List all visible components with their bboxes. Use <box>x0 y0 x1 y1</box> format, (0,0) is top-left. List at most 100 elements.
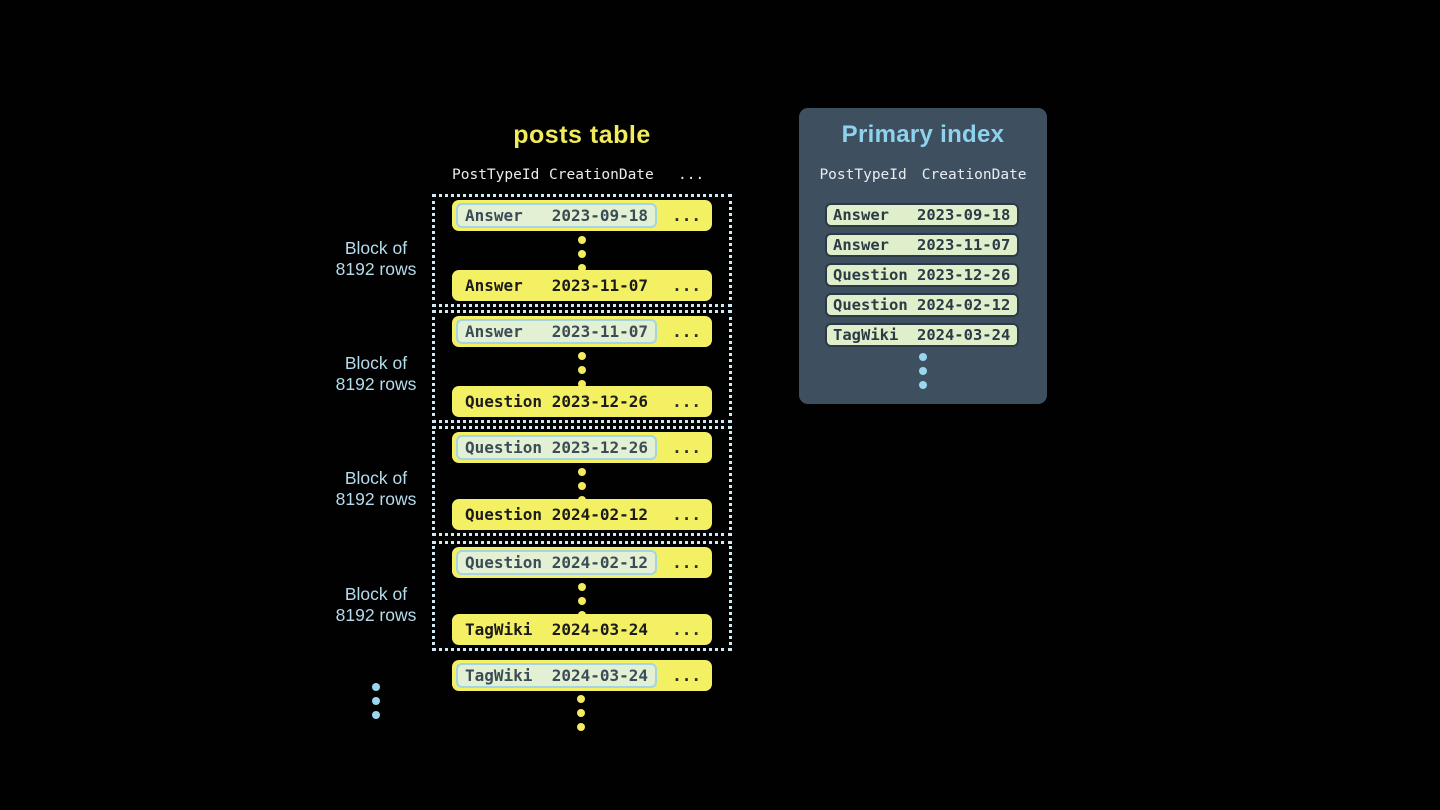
posts-block-1: Answer 2023-09-18 ... Answer 2023-11-07 … <box>432 194 732 307</box>
creation-date-cell: 2024-02-12 <box>916 296 1011 314</box>
post-type-cell: TagWiki <box>833 326 899 344</box>
dot <box>577 709 585 717</box>
index-row: TagWiki 2024-03-24 <box>825 323 1019 347</box>
indexed-row-highlight: Question 2023-12-26 <box>456 435 658 460</box>
post-type-cell: Question <box>833 266 908 284</box>
post-row: TagWiki 2024-03-24 ... <box>452 614 712 645</box>
more-index-entries-ellipsis <box>919 353 927 389</box>
post-type-cell: Question <box>465 553 543 572</box>
more-blocks-ellipsis <box>372 683 380 719</box>
creation-date-cell: 2023-11-07 <box>916 236 1011 254</box>
primary-index-header: PostTypeId CreationDate <box>799 167 1047 183</box>
block-size-label: Block of 8192 rows <box>320 584 432 626</box>
post-row: TagWiki 2024-03-24 ... <box>452 660 712 691</box>
row-more-ellipsis: ... <box>672 392 701 411</box>
block-label-line1: Block of <box>344 353 408 373</box>
row-more-ellipsis: ... <box>672 438 701 457</box>
creation-date-cell: 2024-03-24 <box>551 666 649 685</box>
indexed-row-highlight: Question 2024-02-12 <box>456 550 658 575</box>
block-label-line2: 8192 rows <box>335 489 417 509</box>
index-row: Answer 2023-09-18 <box>825 203 1019 227</box>
post-row: Answer 2023-11-07 ... <box>452 316 712 347</box>
dot <box>919 381 927 389</box>
post-row: Question 2024-02-12 ... <box>452 547 712 578</box>
dot <box>578 352 586 360</box>
block-label-line1: Block of <box>344 238 408 258</box>
dot <box>919 367 927 375</box>
post-type-cell: Answer <box>833 236 889 254</box>
creation-date-cell: 2024-02-12 <box>551 505 649 524</box>
post-row: Answer 2023-09-18 ... <box>452 200 712 231</box>
block-size-label: Block of 8192 rows <box>320 353 432 395</box>
creation-date-cell: 2023-09-18 <box>916 206 1011 224</box>
post-type-cell: Question <box>833 296 908 314</box>
post-type-cell: TagWiki <box>465 620 533 639</box>
block-size-label: Block of 8192 rows <box>320 238 432 280</box>
post-type-cell: Answer <box>465 206 523 225</box>
dot <box>578 482 586 490</box>
block-size-label: Block of 8192 rows <box>320 468 432 510</box>
dot <box>577 695 585 703</box>
posts-block-3: Question 2023-12-26 ... Question 2024-02… <box>432 426 732 536</box>
creation-date-cell: 2023-09-18 <box>551 206 649 225</box>
block-label-line1: Block of <box>344 468 408 488</box>
dot <box>578 597 586 605</box>
index-row: Question 2023-12-26 <box>825 263 1019 287</box>
block-label-line2: 8192 rows <box>335 605 417 625</box>
row-more-ellipsis: ... <box>672 553 701 572</box>
dot <box>578 250 586 258</box>
posts-column-posttypeid: PostTypeId <box>452 167 540 183</box>
indexed-row-highlight: Answer 2023-11-07 <box>456 319 658 344</box>
post-type-cell: TagWiki <box>465 666 533 685</box>
indexed-row-highlight: TagWiki 2024-03-24 <box>456 663 658 688</box>
dot <box>578 264 586 272</box>
posts-block-2: Answer 2023-11-07 ... Question 2023-12-2… <box>432 310 732 423</box>
creation-date-cell: 2023-11-07 <box>551 322 649 341</box>
posts-column-more: ... <box>678 167 705 183</box>
dot <box>372 683 380 691</box>
row-more-ellipsis: ... <box>672 666 701 685</box>
index-row: Answer 2023-11-07 <box>825 233 1019 257</box>
dot <box>578 236 586 244</box>
post-row: Question 2023-12-26 ... <box>452 432 712 463</box>
posts-table-title: posts table <box>513 121 651 149</box>
creation-date-cell: 2024-03-24 <box>551 620 649 639</box>
index-column-posttypeid: PostTypeId <box>819 167 907 183</box>
creation-date-cell: 2024-02-12 <box>551 553 649 572</box>
dot <box>578 468 586 476</box>
more-rows-ellipsis <box>578 236 586 272</box>
row-more-ellipsis: ... <box>672 206 701 225</box>
index-column-creationdate: CreationDate <box>921 167 1027 183</box>
block-label-line2: 8192 rows <box>335 374 417 394</box>
primary-index-panel: Primary index PostTypeId CreationDate An… <box>799 108 1047 404</box>
row-more-ellipsis: ... <box>672 322 701 341</box>
dot <box>578 583 586 591</box>
post-row: Answer 2023-11-07 ... <box>452 270 712 301</box>
dot <box>578 380 586 388</box>
post-row: Question 2024-02-12 ... <box>452 499 712 530</box>
block-label-line2: 8192 rows <box>335 259 417 279</box>
row-more-ellipsis: ... <box>672 620 701 639</box>
posts-block-4: Question 2024-02-12 ... TagWiki 2024-03-… <box>432 541 732 651</box>
post-row: Question 2023-12-26 ... <box>452 386 712 417</box>
creation-date-cell: 2023-12-26 <box>551 392 649 411</box>
post-type-cell: Question <box>465 505 543 524</box>
dot <box>372 697 380 705</box>
creation-date-cell: 2023-12-26 <box>551 438 649 457</box>
dot <box>578 366 586 374</box>
row-more-ellipsis: ... <box>672 276 701 295</box>
post-type-cell: Answer <box>465 322 523 341</box>
index-row: Question 2024-02-12 <box>825 293 1019 317</box>
post-type-cell: Question <box>465 438 543 457</box>
creation-date-cell: 2024-03-24 <box>916 326 1011 344</box>
creation-date-cell: 2023-11-07 <box>551 276 649 295</box>
primary-index-title: Primary index <box>841 121 1005 148</box>
creation-date-cell: 2023-12-26 <box>916 266 1011 284</box>
post-type-cell: Answer <box>833 206 889 224</box>
row-more-ellipsis: ... <box>672 505 701 524</box>
post-type-cell: Answer <box>465 276 523 295</box>
more-rows-ellipsis <box>577 695 585 731</box>
dot <box>372 711 380 719</box>
dot <box>919 353 927 361</box>
